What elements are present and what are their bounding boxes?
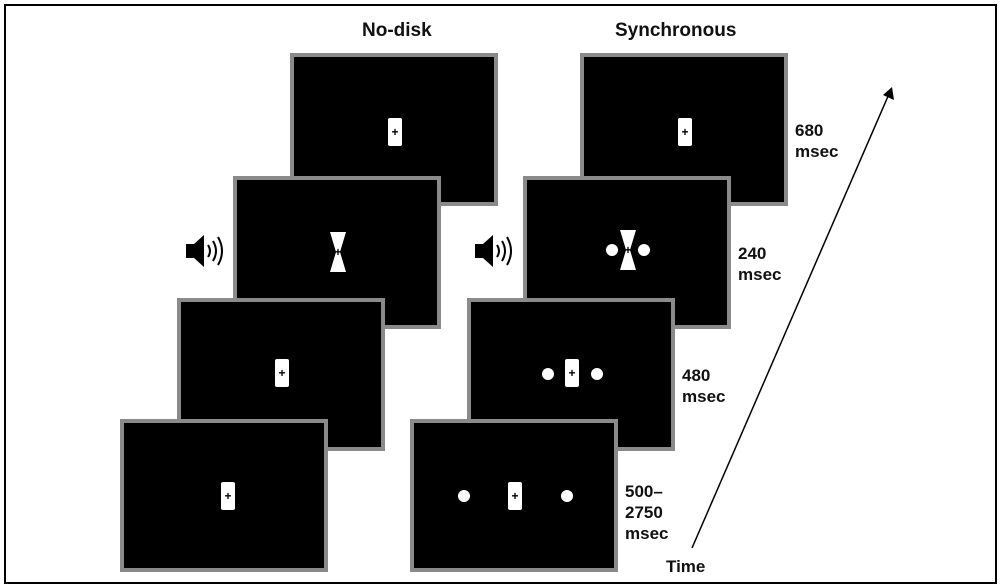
figure-frame xyxy=(4,4,997,584)
stimulus-rect-with-disks: + xyxy=(542,359,603,387)
svg-text:+: + xyxy=(568,366,575,380)
column-title-no-disk: No-disk xyxy=(362,20,432,41)
stimulus-rect: + xyxy=(678,118,692,146)
duration-label-iti: 500– 2750 msec xyxy=(625,482,669,543)
stimulus-bowtie-with-disks: + xyxy=(606,230,650,270)
column-title-synchronous: Synchronous xyxy=(615,20,737,41)
svg-text:+: + xyxy=(624,243,631,257)
screen-nodisk-iti: + xyxy=(120,419,328,572)
svg-text:+: + xyxy=(334,245,341,259)
duration-label-240: 240 msec xyxy=(738,244,782,284)
stimulus-rect-with-disks: + xyxy=(458,482,573,510)
svg-text:+: + xyxy=(681,125,688,139)
speaker-icon xyxy=(186,235,223,267)
stimulus-rect: + xyxy=(275,359,289,387)
time-axis-label: Time xyxy=(666,557,706,576)
speaker-icon xyxy=(475,235,512,267)
svg-text:+: + xyxy=(278,366,285,380)
stimulus-bowtie: + xyxy=(330,232,346,272)
duration-label-480: 480 msec xyxy=(682,366,726,406)
svg-text:+: + xyxy=(511,489,518,503)
stimulus-rect: + xyxy=(388,118,402,146)
stimulus-rect: + xyxy=(221,482,235,510)
screen-sync-iti: + xyxy=(410,419,618,572)
svg-text:+: + xyxy=(224,489,231,503)
svg-text:+: + xyxy=(391,125,398,139)
duration-label-680: 680 msec xyxy=(795,121,839,161)
